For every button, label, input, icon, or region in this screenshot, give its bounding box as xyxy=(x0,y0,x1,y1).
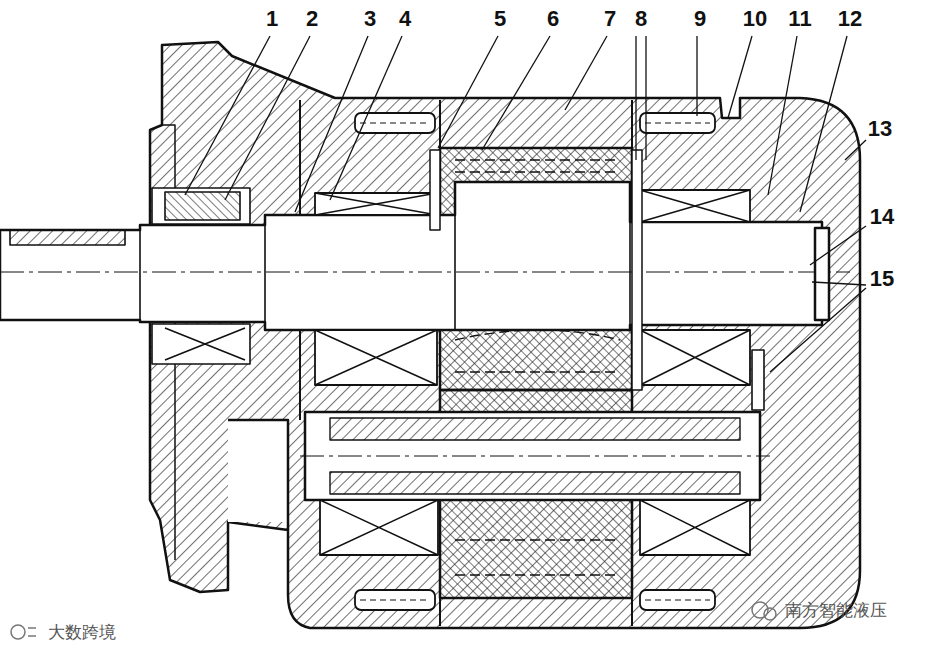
callout-number: 6 xyxy=(547,8,559,30)
callout-number: 8 xyxy=(635,8,647,30)
callout-number: 1 xyxy=(266,8,278,30)
callout-number: 9 xyxy=(694,8,706,30)
callout-number: 4 xyxy=(399,8,411,30)
callout-number: 15 xyxy=(870,268,894,290)
callout-number: 5 xyxy=(494,8,506,30)
callout-number: 12 xyxy=(838,8,862,30)
callout-number: 10 xyxy=(743,8,767,30)
callout-number: 14 xyxy=(870,206,894,228)
callout-number: 2 xyxy=(306,8,318,30)
callout-number: 3 xyxy=(364,8,376,30)
callout-number: 13 xyxy=(868,118,892,140)
watermark-text: 大数跨境 xyxy=(48,624,116,641)
callout-number: 11 xyxy=(788,8,811,30)
callout-number: 7 xyxy=(604,8,616,30)
watermark-text: 南方智能液压 xyxy=(785,602,887,619)
